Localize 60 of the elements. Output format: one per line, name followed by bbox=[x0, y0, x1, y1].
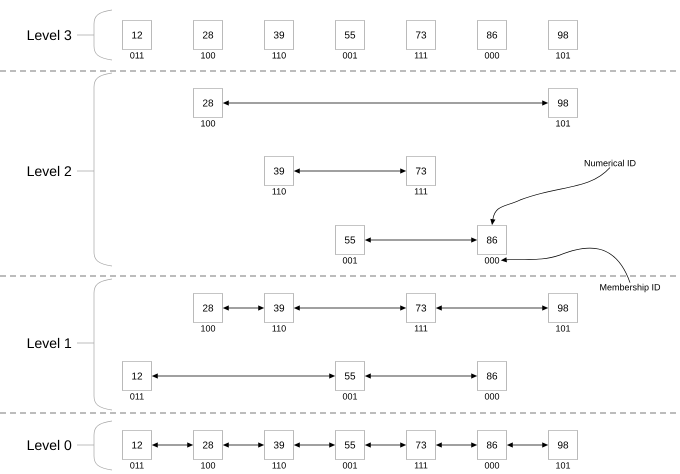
number-box: 98 bbox=[548, 430, 578, 460]
id-text: 111 bbox=[414, 325, 428, 332]
number-box: 39 bbox=[264, 430, 294, 460]
number-box: 55 bbox=[335, 361, 365, 391]
id-text: 110 bbox=[272, 188, 286, 195]
id-text: 001 bbox=[342, 52, 358, 59]
number-box: 55 bbox=[335, 225, 365, 255]
number-box: 55 bbox=[335, 430, 365, 460]
number-box: 98 bbox=[548, 20, 578, 50]
number-box: 39 bbox=[264, 293, 294, 323]
number-box: 73 bbox=[406, 156, 436, 186]
number-box: 39 bbox=[264, 156, 294, 186]
id-text: 110 bbox=[272, 52, 286, 59]
number-box: 98 bbox=[548, 88, 578, 118]
number-box: 86 bbox=[477, 20, 507, 50]
number-box: 73 bbox=[406, 293, 436, 323]
id-text: 000 bbox=[484, 257, 500, 264]
number-box: 73 bbox=[406, 430, 436, 460]
level-label: Level 3 bbox=[28, 30, 72, 40]
id-text: 110 bbox=[272, 462, 286, 469]
callout-text: Numerical ID bbox=[584, 160, 636, 166]
id-text: 000 bbox=[484, 52, 500, 59]
number-box: 98 bbox=[548, 293, 578, 323]
number-box: 86 bbox=[477, 430, 507, 460]
number-box: 86 bbox=[477, 361, 507, 391]
id-text: 111 bbox=[414, 188, 428, 194]
number-box: 28 bbox=[193, 293, 223, 323]
number-box: 28 bbox=[193, 430, 223, 460]
id-text: 000 bbox=[484, 462, 500, 469]
level-label: Level 0 bbox=[28, 440, 72, 450]
level-label: Level 1 bbox=[28, 338, 72, 348]
id-text: 101 bbox=[556, 52, 570, 59]
number-box: 39 bbox=[264, 20, 294, 50]
id-text: 011 bbox=[130, 52, 144, 59]
id-text: 011 bbox=[130, 462, 144, 469]
id-text: 101 bbox=[556, 462, 570, 469]
id-text: 001 bbox=[342, 257, 358, 264]
id-text: 100 bbox=[201, 462, 216, 469]
number-box: 55 bbox=[335, 20, 365, 50]
number-box: 12 bbox=[122, 430, 152, 460]
id-text: 100 bbox=[201, 325, 216, 332]
number-box: 28 bbox=[193, 20, 223, 50]
id-text: 000 bbox=[484, 393, 500, 400]
number-box: 28 bbox=[193, 88, 223, 118]
id-text: 011 bbox=[130, 393, 144, 400]
id-text: 100 bbox=[201, 52, 216, 59]
id-text: 001 bbox=[342, 462, 358, 469]
number-box: 73 bbox=[406, 20, 436, 50]
id-text: 100 bbox=[201, 120, 216, 127]
id-text: 001 bbox=[342, 393, 358, 400]
id-text: 111 bbox=[414, 52, 428, 58]
level-label: Level 2 bbox=[28, 166, 72, 176]
number-box: 86 bbox=[477, 225, 507, 255]
id-text: 101 bbox=[556, 325, 570, 332]
id-text: 111 bbox=[414, 462, 428, 468]
number-box: 12 bbox=[122, 20, 152, 50]
id-text: 101 bbox=[556, 120, 570, 127]
id-text: 110 bbox=[272, 325, 286, 332]
number-box: 12 bbox=[122, 361, 152, 391]
callout-text: Membership ID bbox=[600, 284, 660, 292]
